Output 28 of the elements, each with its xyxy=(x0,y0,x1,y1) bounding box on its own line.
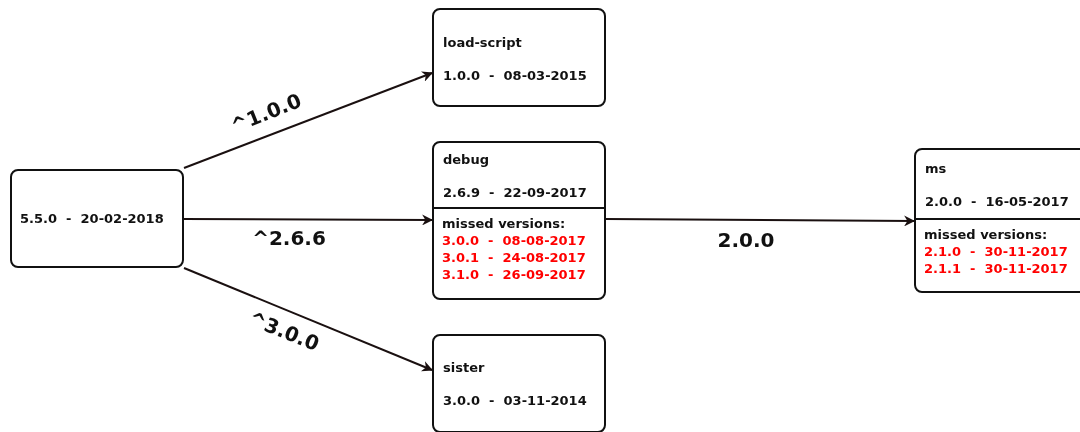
arrow xyxy=(183,71,434,169)
missed-version: 2.1.0 - 30-11-2017 xyxy=(924,243,1069,260)
version-label: 1.0.0 - 08-03-2015 xyxy=(443,67,588,84)
package-box xyxy=(10,169,184,268)
missed-version: 3.0.0 - 08-08-2017 xyxy=(442,232,587,249)
edge-label: 2.0.0 xyxy=(717,228,775,252)
version-label: 5.5.0 - 20-02-2018 xyxy=(20,210,165,227)
package-box xyxy=(432,334,606,432)
section-heading: missed versions: xyxy=(442,215,567,232)
package-name: ms xyxy=(925,160,948,177)
edge-label: ^1.0.0 xyxy=(227,88,305,138)
version-label: 2.0.0 - 16-05-2017 xyxy=(925,193,1070,210)
missed-version: 3.0.1 - 24-08-2017 xyxy=(442,249,587,266)
section-heading: missed versions: xyxy=(924,226,1049,243)
package-box xyxy=(432,8,606,107)
missed-version: 3.1.0 - 26-09-2017 xyxy=(442,266,587,283)
package-name: debug xyxy=(443,151,490,168)
version-label: 2.6.9 - 22-09-2017 xyxy=(443,184,588,201)
arrow xyxy=(183,267,433,372)
package-name: load-script xyxy=(443,34,523,51)
version-label: 3.0.0 - 03-11-2014 xyxy=(443,391,588,409)
edge-label: ^2.6.6 xyxy=(252,226,326,250)
arrow xyxy=(605,215,916,227)
package-name: sister xyxy=(443,358,486,376)
package-box xyxy=(914,148,1080,293)
package-box xyxy=(432,141,606,300)
missed-version: 2.1.1 - 30-11-2017 xyxy=(924,260,1069,277)
arrow xyxy=(183,214,434,226)
